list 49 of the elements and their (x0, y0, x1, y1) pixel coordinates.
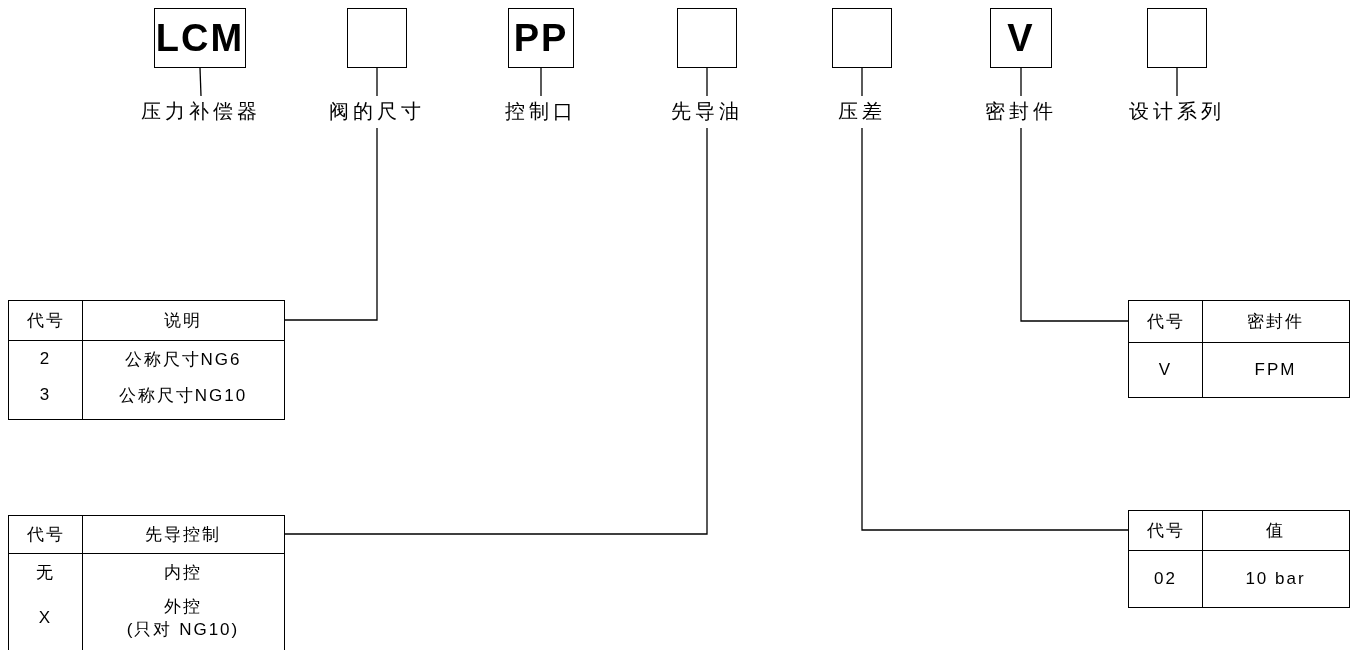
table-text: 公称尺寸NG6 (124, 348, 242, 371)
code-box (677, 8, 737, 68)
connector-line (376, 67, 378, 97)
connector-line (1176, 67, 1178, 97)
table-text: 公称尺寸NG10 (118, 384, 248, 407)
table-text: 无 (36, 561, 55, 584)
code-box (347, 8, 407, 68)
table-text: FPM (1254, 360, 1297, 380)
field-label: 阀的尺寸 (329, 98, 425, 125)
field-label: 设计系列 (1129, 98, 1225, 125)
table-header-text: 代号 (26, 310, 65, 332)
table-text: X (38, 608, 53, 628)
table-header-text: 值 (1266, 520, 1285, 542)
table-text: 3 (39, 385, 52, 405)
field-label: 密封件 (985, 98, 1057, 125)
leader-line (284, 127, 378, 321)
field-label: 控制口 (505, 98, 577, 125)
connector-line (1020, 67, 1022, 97)
table-text: 2 (39, 349, 52, 369)
table-text: 02 (1154, 569, 1177, 589)
field-label: 先导油 (671, 98, 743, 125)
code-box (832, 8, 892, 68)
table-text: 10 bar (1245, 569, 1306, 589)
leader-line (284, 127, 708, 535)
code-box (1147, 8, 1207, 68)
code-box: LCM (154, 8, 246, 68)
code-table (8, 515, 285, 650)
connector-line (540, 67, 542, 97)
table-header-text: 先导控制 (145, 524, 221, 546)
field-label: 压力补偿器 (141, 98, 261, 125)
leader-line (861, 127, 1129, 531)
table-header-text: 代号 (1146, 311, 1185, 333)
code-table (8, 300, 285, 420)
connector-line (199, 67, 202, 97)
table-header-text: 密封件 (1247, 311, 1304, 333)
code-table (1128, 300, 1350, 398)
code-box: V (990, 8, 1052, 68)
connector-line (706, 67, 708, 97)
field-label: 压差 (838, 98, 886, 125)
table-header-text: 代号 (1146, 520, 1185, 542)
table-text: 外控 (只对 NG10) (126, 596, 240, 641)
table-text: V (1158, 360, 1173, 380)
code-table (1128, 510, 1350, 608)
leader-line (1020, 127, 1129, 322)
code-box: PP (508, 8, 574, 68)
table-text: 内控 (164, 561, 202, 584)
connector-line (861, 67, 863, 97)
table-header-text: 说明 (164, 310, 202, 332)
table-header-text: 代号 (26, 524, 65, 546)
